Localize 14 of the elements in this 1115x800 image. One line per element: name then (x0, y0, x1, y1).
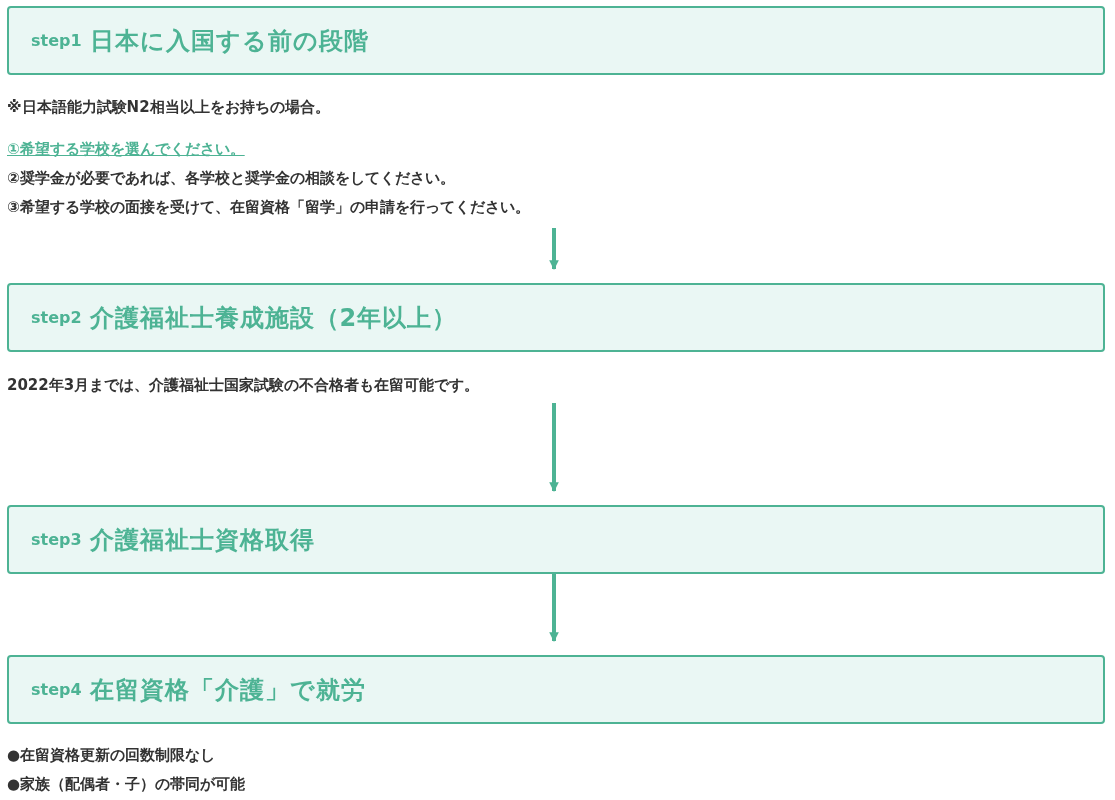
note-text: 2022年3月までは、介護福祉士国家試験の不合格者も在留可能です。 (7, 376, 480, 395)
step-box: step3 介護福祉士資格取得 (7, 505, 1105, 574)
note-text: ※日本語能力試験N2相当以上をお持ちの場合。 (7, 98, 330, 117)
link: ①希望する学校を選んでください。 (7, 140, 245, 158)
arrow (549, 403, 559, 492)
step-box: step1 日本に入国する前の段階 (7, 6, 1105, 75)
step-box: step2 介護福祉士養成施設（2年以上） (7, 283, 1105, 352)
note-text: ③希望する学校の面接を受けて、在留資格「留学」の申請を行ってください。 (7, 198, 530, 217)
note-text: ●家族（配偶者・子）の帯同が可能 (7, 775, 246, 794)
arrow (549, 228, 559, 270)
note-text: ●在留資格更新の回数制限なし (7, 746, 216, 765)
arrow (549, 574, 559, 642)
step-box: step4 在留資格「介護」で就労 (7, 655, 1105, 724)
note-text: ②奨学金が必要であれば、各学校と奨学金の相談をしてください。 (7, 169, 455, 188)
